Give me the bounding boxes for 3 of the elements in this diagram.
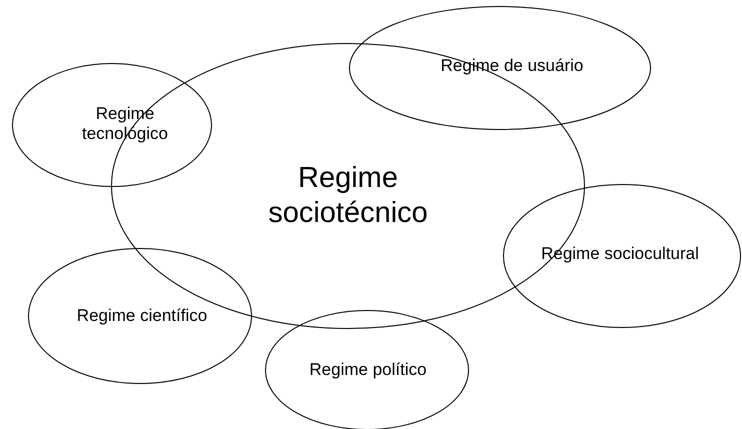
ellipse-label: Regime científico	[76, 306, 208, 326]
ellipse-label: Regime político	[308, 360, 428, 380]
ellipse-label: Regime sociotécnico	[267, 161, 429, 231]
